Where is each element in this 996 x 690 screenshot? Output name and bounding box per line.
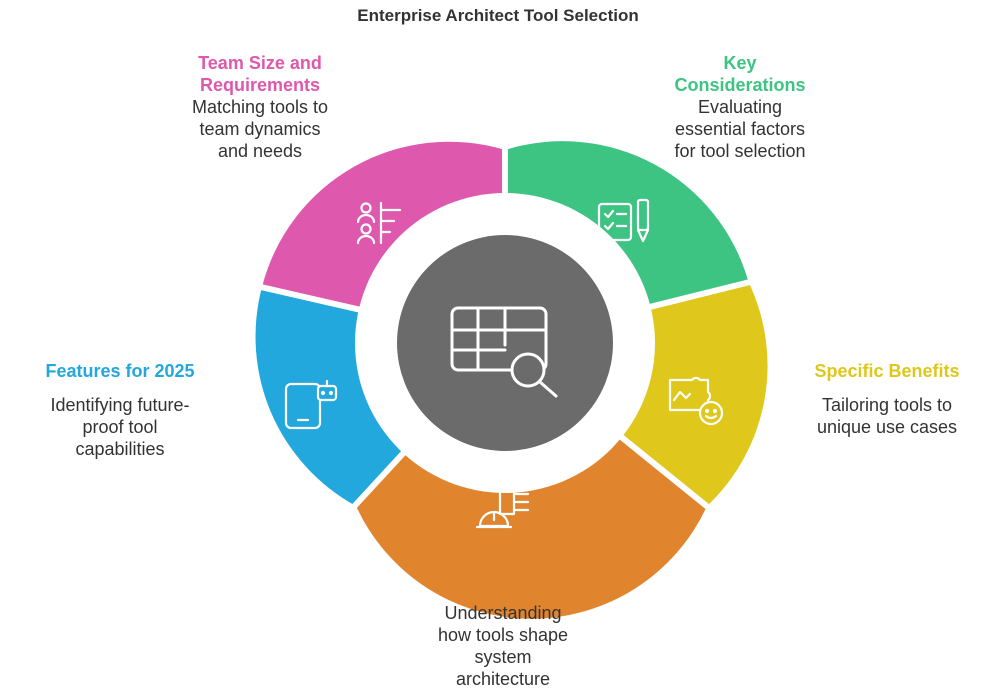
key-considerations-desc-line-3: for tool selection (674, 141, 806, 161)
impact-desc-line-3: system (474, 647, 532, 667)
team-size-desc-line-3: and needs (217, 141, 303, 161)
impact-desc-line-4: architecture (455, 669, 551, 689)
label-specific-benefits: Specific Benefits Tailoring tools to uni… (782, 360, 992, 438)
tab-features-for-2025 (355, 366, 402, 408)
impact-desc-line-2: how tools shape (437, 625, 569, 645)
team-size-desc-line-1: Matching tools to (191, 97, 329, 117)
specific-benefits-desc-line-2: unique use cases (816, 417, 958, 437)
table-search-icon (450, 306, 558, 398)
specific-benefits-desc-line-1: Tailoring tools to (821, 395, 953, 415)
key-considerations-desc-line-2: essential factors (674, 119, 806, 139)
features-desc-line-2: proof tool (82, 417, 158, 437)
tab-specific-benefits (610, 355, 655, 394)
specific-benefits-title-line-1: Specific Benefits (814, 361, 960, 381)
key-considerations-desc-line-1: Evaluating (697, 97, 783, 117)
features-desc-line-1: Identifying future- (50, 395, 190, 415)
impact-title-line-1: Impact on System (425, 559, 581, 579)
builder-helmet-icon (475, 484, 530, 529)
team-chart-icon (356, 201, 402, 245)
label-team-size-and-requirements: Team Size and Requirements Matching tool… (148, 52, 372, 162)
key-considerations-title-line-2: Considerations (674, 75, 806, 95)
label-key-considerations: Key Considerations Evaluating essential … (630, 52, 850, 162)
impact-title-line-2: Design (472, 581, 533, 601)
impact-desc-line-1: Understanding (444, 603, 562, 623)
team-size-title-line-1: Team Size and (198, 53, 322, 73)
features-desc-line-3: capabilities (75, 439, 165, 459)
team-size-title-line-2: Requirements (199, 75, 321, 95)
label-features-for-2025: Features for 2025 Identifying future- pr… (12, 360, 228, 460)
label-impact-on-system-design: Impact on System Design Understanding ho… (390, 558, 616, 690)
page-title: Enterprise Architect Tool Selection (357, 6, 639, 25)
checklist-pen-icon (597, 198, 650, 243)
team-size-desc-line-2: team dynamics (199, 119, 321, 139)
robot-tablet-icon (284, 379, 338, 430)
features-title-line-1: Features for 2025 (45, 361, 195, 381)
key-considerations-title-line-1: Key (723, 53, 757, 73)
puzzle-smile-icon (668, 376, 724, 426)
